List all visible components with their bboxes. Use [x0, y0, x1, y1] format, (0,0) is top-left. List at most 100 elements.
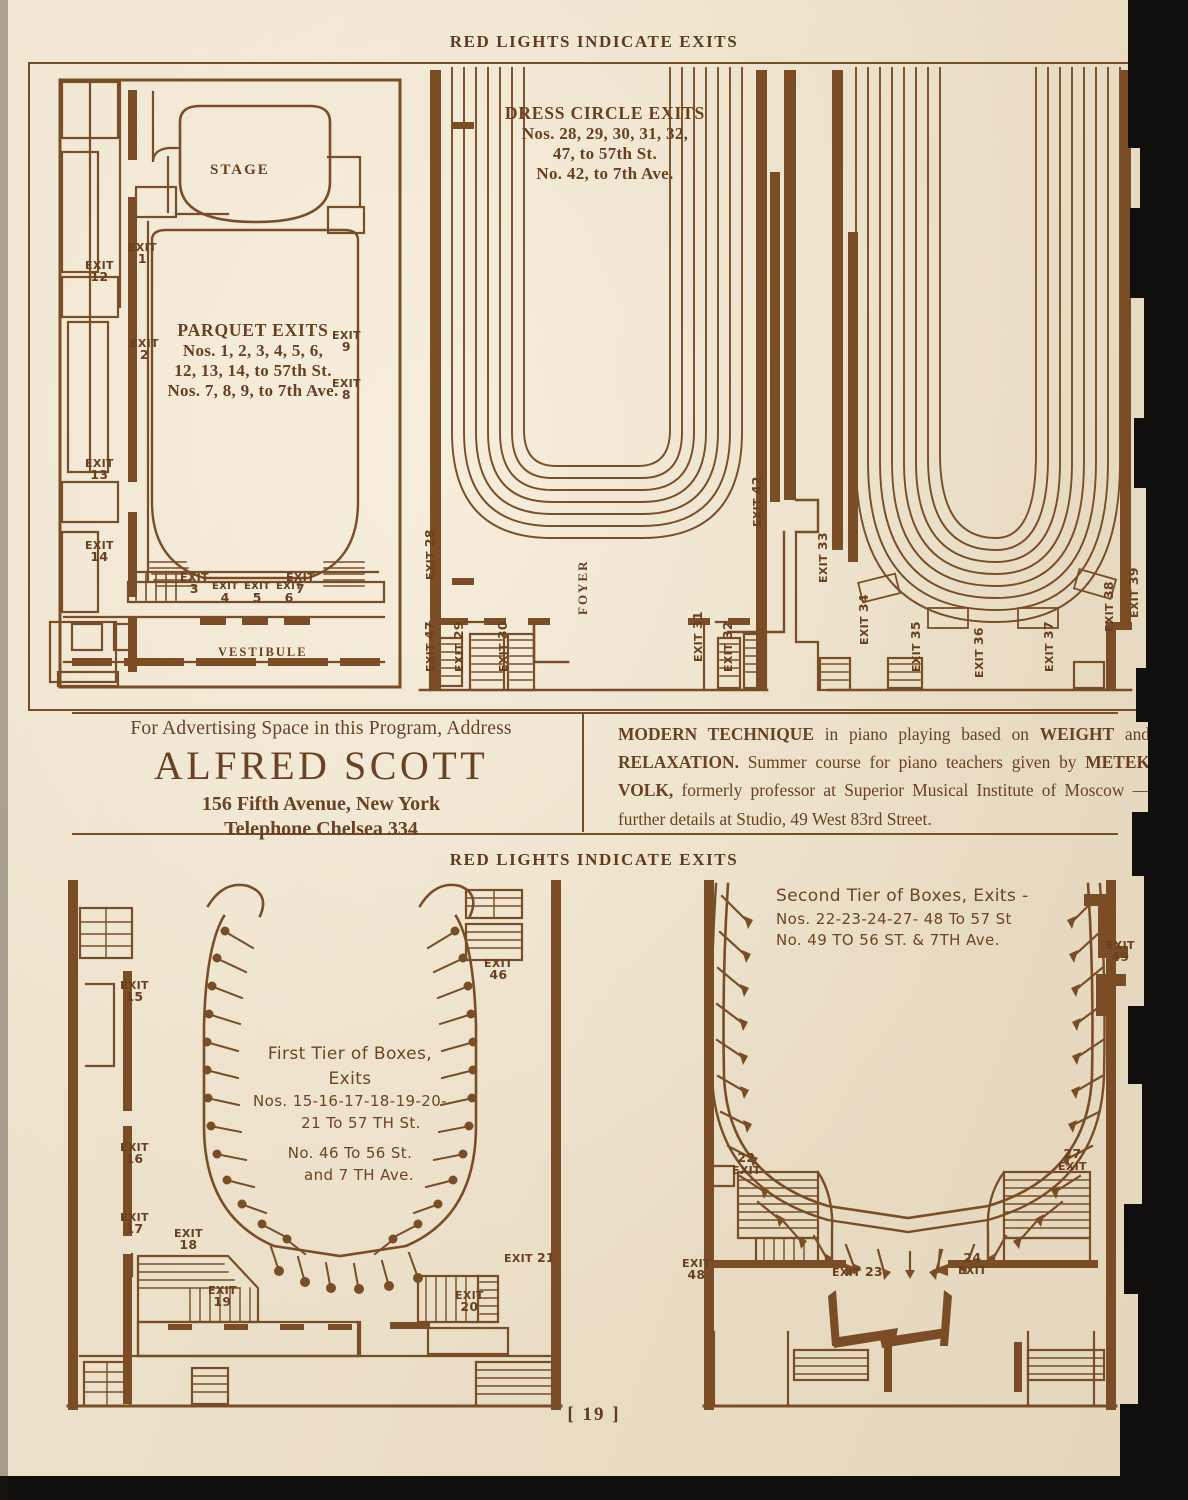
piano-technique-ad: MODERN TECHNIQUE in piano playing based …	[618, 720, 1150, 833]
first-tier-line1: Nos. 15-16-17-18-19-20-	[253, 1092, 447, 1111]
paper-tear-8	[1148, 722, 1154, 812]
exit-word: EXIT	[180, 571, 209, 584]
exit-word: EXIT	[751, 498, 764, 527]
exit-tag-47: EXIT 47	[422, 621, 437, 672]
advertising-space-ad: For Advertising Space in this Program, A…	[72, 718, 570, 841]
exit-tag-23: EXIT 23	[832, 1265, 883, 1279]
parquet-exits-block: PARQUET EXITS Nos. 1, 2, 3, 4, 5, 6, 12,…	[148, 320, 358, 401]
exit-number: 16	[125, 1151, 144, 1166]
exit-number: 28	[422, 529, 437, 548]
exit-number: 20	[460, 1299, 479, 1314]
exit-word: EXIT	[120, 979, 149, 992]
exit-tag-31: EXIT 31	[690, 611, 705, 662]
ad-rule-divider	[582, 714, 584, 832]
exit-number: 30	[495, 621, 510, 640]
exit-word: EXIT	[484, 957, 513, 970]
exit-word: EXIT	[1058, 1159, 1087, 1173]
exit-word: EXIT	[286, 571, 315, 584]
vestibule-label: VESTIBULE	[218, 645, 308, 659]
exit-number: 32	[720, 621, 735, 640]
exit-word: EXIT	[692, 633, 705, 662]
paper-tear-5	[1134, 418, 1154, 488]
dress-circle-exits-heading: DRESS CIRCLE EXITS	[504, 103, 706, 123]
scan-edge-bottom	[0, 1476, 1188, 1500]
exit-word: EXIT	[453, 643, 466, 672]
exit-tag-37: EXIT 37	[1041, 621, 1056, 672]
exit-tag-38: EXIT 38	[1101, 581, 1116, 632]
upper-plan-drawing	[48, 67, 1133, 692]
exit-word: EXIT	[85, 457, 114, 470]
exit-number: 46	[489, 967, 508, 982]
exit-word: EXIT	[85, 539, 114, 552]
exit-number: 35	[908, 621, 923, 640]
paper-tear-11	[1128, 1006, 1154, 1084]
lower-plans-drawing	[66, 880, 1128, 1410]
exit-word: EXIT	[858, 616, 871, 645]
paper-tear-15	[1120, 1404, 1154, 1500]
exit-number: 8	[341, 387, 351, 402]
exit-tag-21: EXIT 21	[504, 1250, 555, 1265]
exit-word: EXIT	[504, 1252, 533, 1265]
exit-word: EXIT	[332, 329, 361, 342]
paper-tear-3	[1130, 208, 1154, 298]
paper-tear-6	[1146, 488, 1154, 668]
scan-edge-left	[0, 0, 8, 1500]
ad-right-bold4: METEK VOLK,	[618, 752, 1150, 801]
dress-circle-exits-line3: No. 42, to 7th Ave.	[536, 164, 674, 183]
first-tier-boxes-block: First Tier of Boxes, Exits Nos. 15-16-17…	[250, 1042, 450, 1186]
exit-word: EXIT	[455, 1289, 484, 1302]
exit-number: 21	[536, 1250, 555, 1265]
exit-number: 17	[125, 1221, 144, 1236]
exit-number: 38	[1101, 581, 1116, 600]
dress-circle-exits-line1: Nos. 28, 29, 30, 31, 32,	[521, 124, 689, 143]
ad-right-text2: and	[1114, 724, 1150, 744]
exit-word: EXIT	[1043, 643, 1056, 672]
exit-word: EXIT	[276, 581, 303, 592]
exit-tag-34: EXIT 34	[856, 594, 871, 645]
exit-number: 42	[749, 476, 764, 495]
exit-number: 13	[90, 467, 109, 482]
exit-number: 1	[137, 251, 147, 266]
exit-word: EXIT	[120, 1141, 149, 1154]
first-tier-line2: 21 To 57 TH St.	[301, 1114, 421, 1133]
ad-left-name: ALFRED SCOTT	[153, 743, 489, 788]
exit-word: EXIT	[958, 1263, 987, 1277]
ad-right-text1: in piano playing based on	[813, 724, 1040, 744]
exit-word: EXIT	[1103, 603, 1116, 632]
exit-tag-36: EXIT 36	[971, 627, 986, 678]
parquet-exits-line2: 12, 13, 14, to 57th St.	[174, 361, 332, 380]
foyer-label: FOYER	[575, 559, 590, 616]
exit-tag-29: EXIT 29	[451, 621, 466, 672]
exit-word: EXIT	[497, 643, 510, 672]
first-tier-line4: and 7 TH Ave.	[304, 1165, 414, 1184]
exit-number: 3	[189, 581, 199, 596]
exit-number: 49	[1111, 949, 1130, 964]
paper-tear-2	[1140, 148, 1154, 208]
exit-number: 24	[963, 1250, 982, 1265]
parquet-exits-heading: PARQUET EXITS	[177, 320, 329, 340]
exit-word: EXIT	[732, 1163, 761, 1177]
paper-tear-13	[1124, 1204, 1154, 1294]
exit-word: EXIT	[174, 1227, 203, 1240]
paper-tear-10	[1144, 876, 1154, 1006]
banner-top-red-lights: RED LIGHTS INDICATE EXITS	[449, 32, 739, 51]
exit-word: EXIT	[1106, 939, 1135, 952]
exit-word: EXIT	[424, 551, 437, 580]
